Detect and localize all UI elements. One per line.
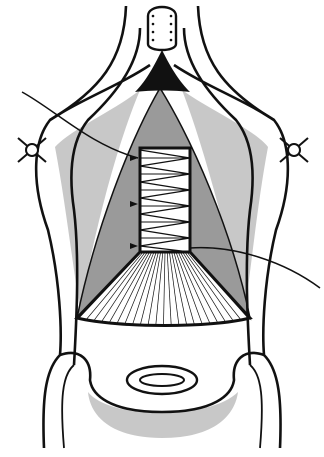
right-knot-icon bbox=[280, 138, 308, 162]
inner-lower-right bbox=[250, 365, 262, 448]
upper-right-curve bbox=[174, 65, 274, 120]
navel-inner bbox=[140, 374, 184, 386]
lower-light-shade-region bbox=[88, 392, 238, 438]
inner-lower-left bbox=[62, 365, 74, 448]
left-knot-icon bbox=[18, 138, 46, 162]
upper-left-curve bbox=[50, 65, 150, 120]
top-loop bbox=[148, 7, 176, 50]
